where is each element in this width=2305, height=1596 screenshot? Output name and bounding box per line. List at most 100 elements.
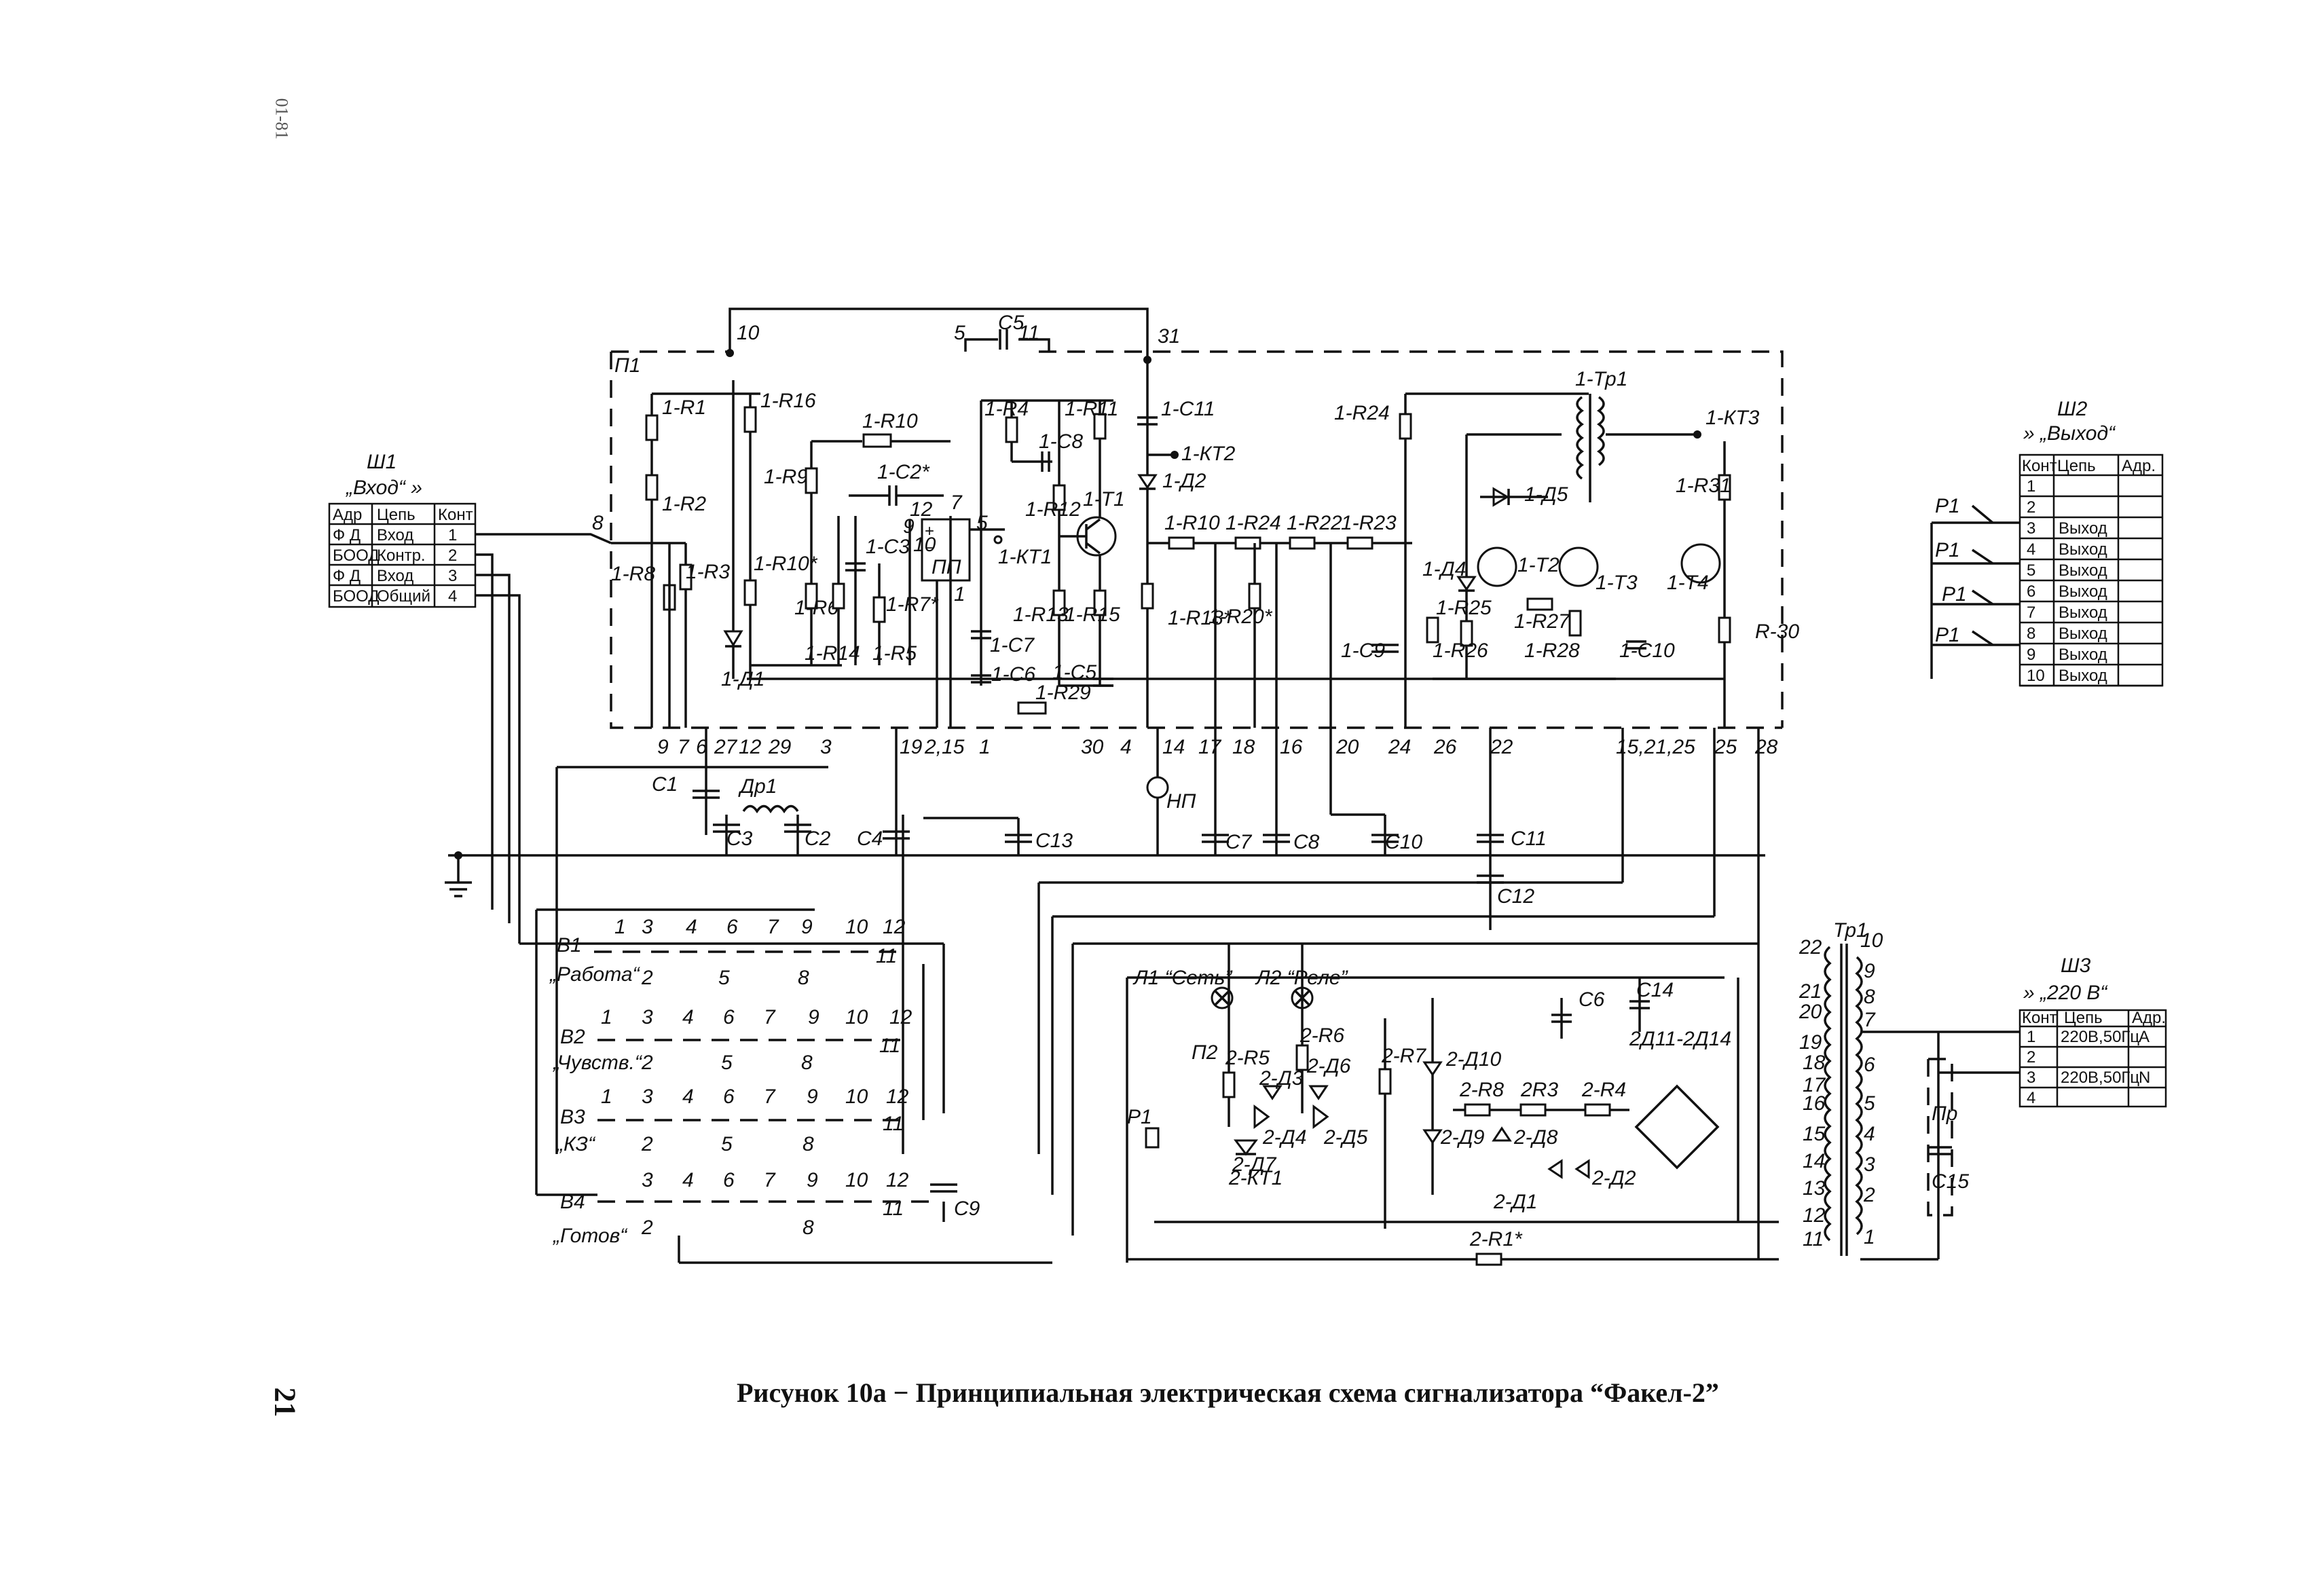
transistor-1-t3 [1558,546,1599,587]
contact-num: 3 [642,1169,653,1191]
contact-num: 6 [723,1085,735,1108]
sh1-cell: Вход [377,526,413,544]
switch-v1[interactable]: В1 „Работа“ 1 3 4 6 7 9 10 12 2 5 8 11 [549,916,906,989]
diode-1-d1 [723,630,743,647]
sh1-subtitle: „Вход“ » [345,477,422,499]
label-1-c8: 1-C8 [1039,430,1083,453]
sh2-header: Цепь [2057,457,2096,475]
board-left-section: 1-R1 1-R2 1-R8 1-R3 1-Д1 1-R16 1-R9* 1-R… [611,380,939,728]
switch-v3[interactable]: В3 „КЗ“ 1 3 4 6 7 9 10 12 2 5 8 11 [555,1085,910,1155]
sh1-header-adr: Адр [333,506,362,524]
label-2-r1: 2-R1* [1469,1228,1523,1250]
resistor-2-r4 [1584,1103,1611,1117]
bridge-rectifier [1634,1084,1720,1170]
label-1-t3: 1-T3 [1596,572,1638,594]
label-1-r3: 1-R3 [686,561,730,583]
node-label-8: 8 [592,512,604,534]
cap-label-c8: C8 [1293,831,1320,853]
label-1-r25: 1-R25 [1436,597,1492,619]
contact-num: 11 [883,1198,904,1220]
pin-label: 19 [900,736,923,758]
resistor-1-r10-h [862,433,892,448]
switch-mode-v3: „КЗ“ [555,1133,596,1155]
sh1-title: Ш1 [367,451,397,473]
diode-1-d4 [1456,576,1477,591]
tap-label: 14 [1803,1150,1825,1172]
switch-label-v2: В2 [560,1026,585,1048]
diode-2-d1 [1547,1159,1563,1179]
cap-label-c4: C4 [857,828,883,850]
tap-label: 17 [1803,1074,1826,1096]
sh1-cell: Ф Д [333,567,361,585]
tap-label: 19 [1799,1031,1822,1054]
node-label-11: 11 [1018,322,1039,344]
tap-label: 20 [1799,1001,1822,1023]
sh2-cell: Выход [2059,625,2107,643]
label-1-r31: 1-R31 [1676,475,1731,497]
contact-num: 4 [682,1169,694,1191]
contact-num: 10 [845,1169,868,1191]
resistor-1-r31 [1718,474,1731,501]
label-choke-dr1: Др1 [738,775,777,798]
resistor-1-r13 [1052,589,1066,616]
sh1-header-circuit: Цепь [377,506,416,524]
power-section: Л1 “Сеть” Л2 “Реле” 2-R5 2-R6 2-R7 П2 Р1… [1126,919,2020,1266]
switch-v4[interactable]: В4 „Готов“ 3 4 6 7 9 10 12 2 8 11 C9 [552,1169,980,1247]
connector-sh3: Ш3 » „220 В“ Конт Цепь Адр. 1 220В,50Гц … [2018,954,2167,1108]
label-1-tr1: 1-Тр1 [1575,368,1627,390]
relay-contact-p1: Р1 [1942,583,1967,606]
label-1-r29: 1-R29 [1035,682,1091,704]
label-2-r4: 2-R4 [1581,1079,1626,1101]
tap-label: 12 [1803,1204,1826,1227]
sh3-header: Конт [2022,1009,2057,1027]
resistor-2-r1 [1475,1252,1502,1266]
label-1-r4: 1-R4 [984,398,1029,420]
sh2-cell: 6 [2027,582,2035,601]
junction [726,349,734,357]
contact-num: 1 [601,1006,612,1028]
tap-label: 16 [1803,1092,1826,1115]
label-2-d6: 2-Д6 [1306,1055,1351,1077]
figure-caption: Рисунок 10а − Принципиальная электрическ… [737,1377,1719,1408]
label-1-r28: 1-R28 [1524,639,1580,662]
contact-num: 6 [726,916,738,938]
switch-mode-v4: „Готов“ [552,1225,628,1247]
cap-label-c7: C7 [1225,831,1253,853]
cap-label-c1: C1 [652,773,678,796]
sh1-cell: БООД [333,587,380,606]
pin-label: 6 [696,736,707,758]
contact-num: 2 [641,1133,653,1155]
label-1-r23: 1-R23 [1341,512,1397,534]
label-tr1: Тр1 [1833,919,1868,942]
diode-2-d10 [1422,1061,1443,1077]
label-2-d9: 2-Д9 [1440,1126,1485,1149]
sh2-cell: 2 [2027,498,2035,517]
label-c15: C15 [1932,1170,1969,1193]
contact-num: 5 [721,1133,733,1155]
resistor-1-r24 [1399,413,1412,440]
switch-v2[interactable]: В2 „Чувств.“ 1 3 4 6 7 9 10 12 2 5 8 11 [552,1006,912,1074]
testpoint-1-kt2 [1170,451,1179,459]
board-label: П1 [614,354,640,377]
sh3-header: Цепь [2064,1009,2103,1027]
contact-num: 3 [642,1006,653,1028]
cap-label-c3: C3 [726,828,753,850]
cap-label-c11: C11 [1511,828,1547,850]
tap-label: 21 [1799,980,1822,1003]
contact-num: 11 [876,945,897,967]
label-2-r7: 2-R7 [1381,1045,1426,1067]
tap-label: 1 [1864,1226,1875,1248]
cap-label-c5: C5 [998,312,1025,334]
label-1-r2: 1-R2 [662,493,706,515]
label-1-c3: 1-C3 [866,536,910,558]
sh2-subtitle: » „Выход“ [2023,422,2116,445]
contact-num: 7 [767,916,779,938]
label-2r3: 2R3 [1520,1079,1558,1101]
sh2-cell: 10 [2027,667,2045,685]
contact-num: 1 [614,916,626,938]
label-1-d4: 1-Д4 [1422,558,1466,580]
sh2-cell: 3 [2027,519,2035,538]
tap-label: 13 [1803,1177,1826,1200]
label-1-r10-h: 1-R10 [862,410,918,432]
